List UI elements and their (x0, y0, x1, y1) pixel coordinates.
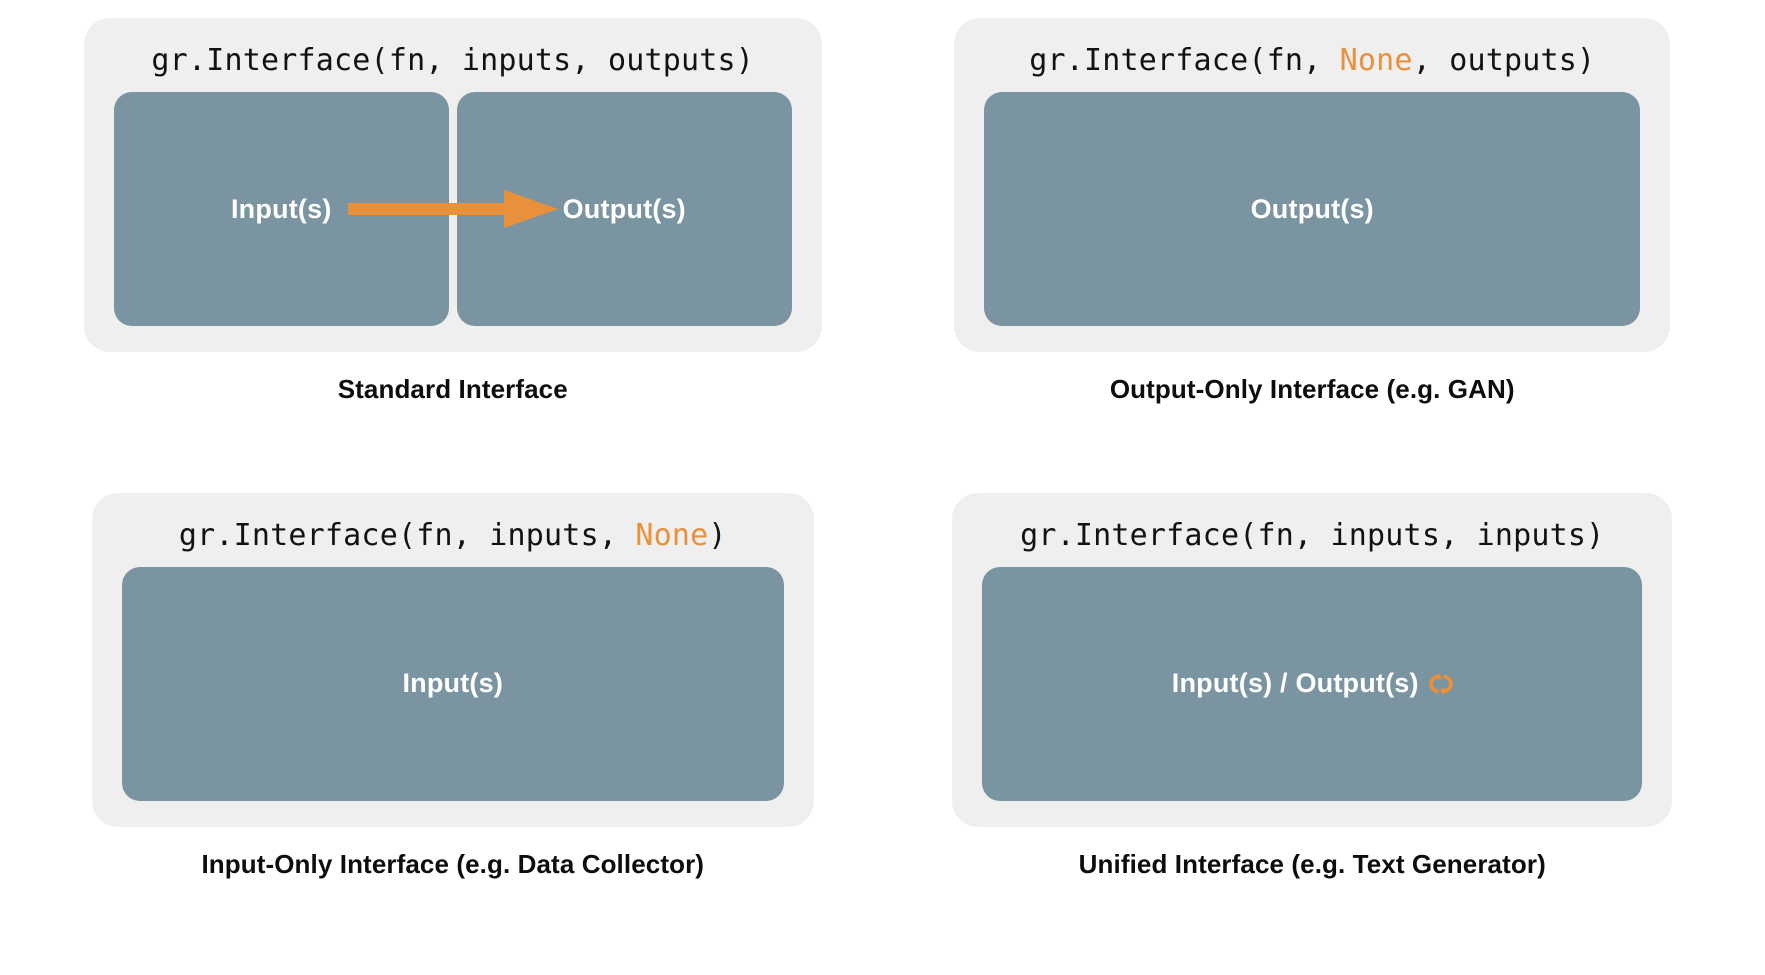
panel-input-only: gr.Interface(fn, inputs, None) Input(s) (91, 492, 814, 827)
panel-unified: gr.Interface(fn, inputs, inputs) Input(s… (952, 492, 1673, 827)
box-label-unified: Input(s) / Output(s) (1171, 668, 1419, 698)
box-unified-io[interactable]: Input(s) / Output(s) (982, 566, 1643, 801)
boxrow-unified: Input(s) / Output(s) (982, 566, 1643, 801)
signature-output-only: gr.Interface(fn, None, outputs) (1029, 46, 1595, 76)
signature-unified-text: gr.Interface(fn, inputs, inputs) (1020, 517, 1605, 553)
signature-output-only-none-token: None (1339, 43, 1413, 78)
box-outputs-only[interactable]: Output(s) (984, 92, 1641, 326)
signature-output-only-part-b: , outputs) (1412, 43, 1596, 78)
box-label-inputs: Input(s) (402, 668, 504, 698)
caption-standard: Standard Interface (337, 374, 568, 404)
box-label-outputs: Output(s) (562, 193, 686, 224)
panel-standard: gr.Interface(fn, inputs, outputs) Input(… (83, 18, 822, 352)
cycle-arrows-icon (1428, 672, 1453, 695)
signature-unified: gr.Interface(fn, inputs, inputs) (1020, 517, 1605, 553)
box-label-unified-wrap: Input(s) / Output(s) (1172, 668, 1453, 699)
caption-unified: Unified Interface (e.g. Text Generator) (1078, 848, 1546, 879)
caption-output-only: Output-Only Interface (e.g. GAN) (1109, 374, 1515, 404)
quadrant-output-only: gr.Interface(fn, None, outputs) Output(s… (888, 18, 1738, 493)
quadrant-standard: gr.Interface(fn, inputs, outputs) Input(… (28, 18, 878, 493)
signature-output-only-part-a: gr.Interface(fn, (1029, 43, 1340, 78)
box-label-outputs: Output(s) (1250, 193, 1374, 224)
signature-input-only: gr.Interface(fn, inputs, None) (178, 517, 727, 553)
signature-input-only-none-token: None (635, 517, 709, 553)
boxrow-input-only: Input(s) (121, 566, 784, 801)
caption-input-only: Input-Only Interface (e.g. Data Collecto… (201, 848, 705, 879)
signature-input-only-part-b: ) (708, 517, 727, 553)
box-inputs-standard[interactable]: Input(s) (113, 92, 449, 326)
box-label-inputs: Input(s) (230, 193, 332, 224)
boxrow-standard: Input(s) Output(s) (113, 92, 792, 326)
box-inputs-only[interactable]: Input(s) (121, 566, 784, 801)
boxrow-output-only: Output(s) (984, 92, 1641, 326)
signature-standard-text: gr.Interface(fn, inputs, outputs) (151, 43, 755, 78)
signature-input-only-part-a: gr.Interface(fn, inputs, (178, 517, 636, 553)
panel-output-only: gr.Interface(fn, None, outputs) Output(s… (954, 18, 1671, 352)
signature-standard: gr.Interface(fn, inputs, outputs) (151, 46, 754, 76)
box-outputs-standard[interactable]: Output(s) (456, 92, 792, 326)
quadrant-input-only: gr.Interface(fn, inputs, None) Input(s) … (28, 492, 878, 968)
quadrant-unified: gr.Interface(fn, inputs, inputs) Input(s… (888, 492, 1738, 968)
